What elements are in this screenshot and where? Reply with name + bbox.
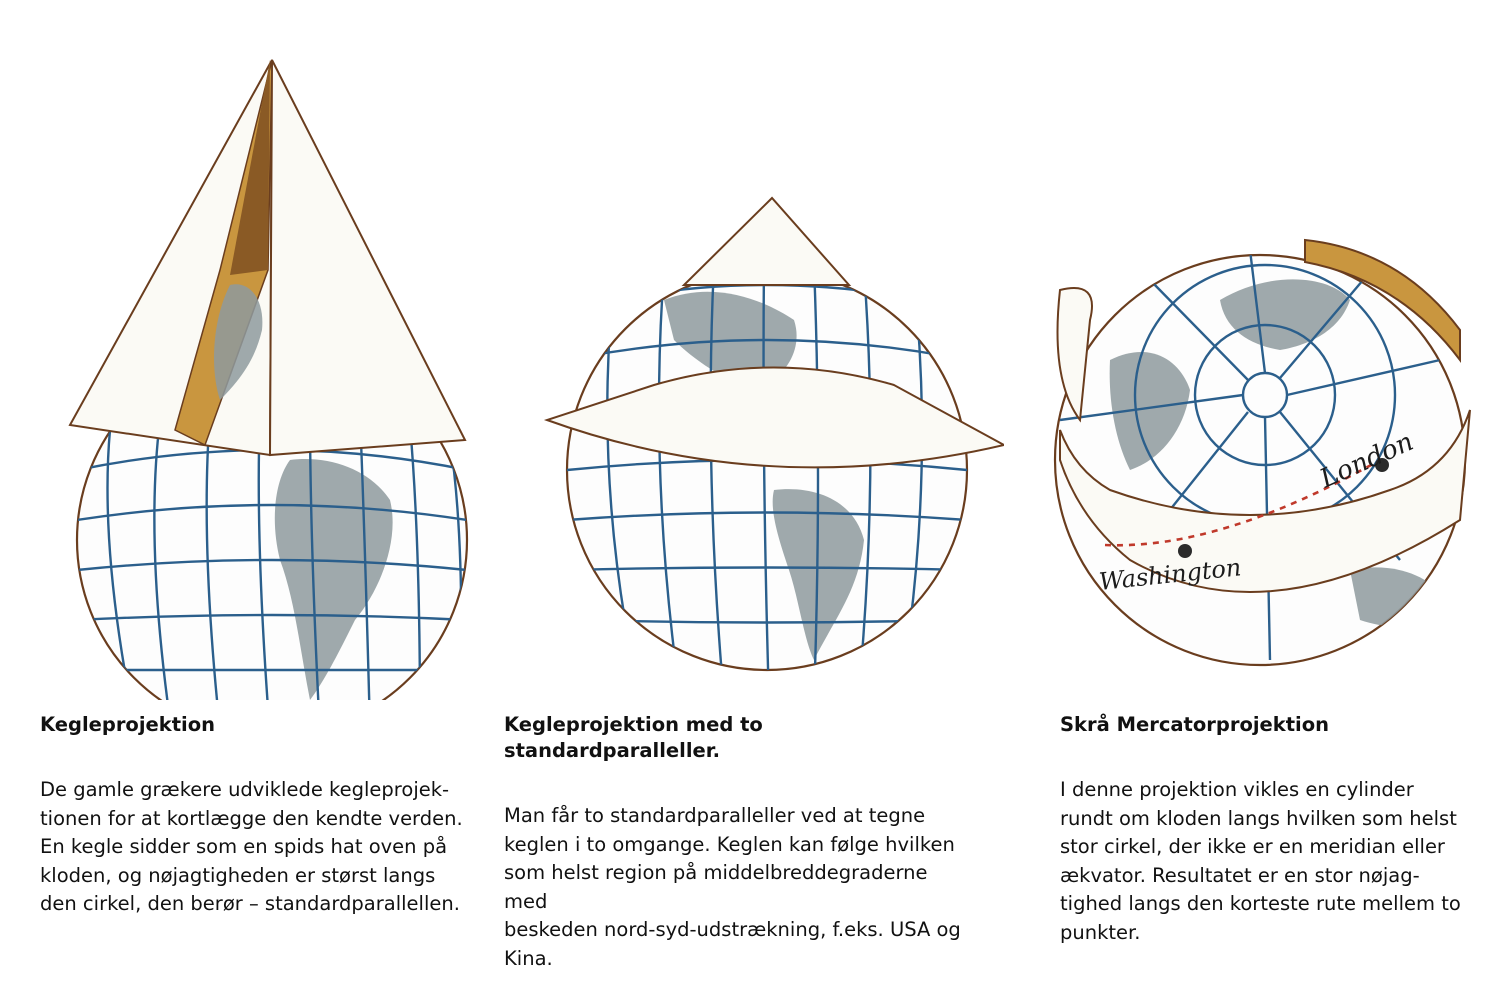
london-marker	[1375, 458, 1389, 472]
conic-globe-illustration	[68, 59, 469, 700]
panel-body: De gamle grækere udviklede kegleprojek- …	[40, 778, 463, 916]
panel-body: Man får to standardparalleller ved at te…	[504, 804, 961, 970]
panel-title: Kegleprojektion	[40, 713, 215, 736]
caption-conic: Kegleprojektion De gamle grækere udvikle…	[40, 712, 510, 919]
oblique-mercator-globe-illustration: London Washington	[1053, 238, 1471, 667]
globe	[565, 268, 969, 672]
panel-oblique-mercator: London Washington Skrå Mercatorprojektio…	[1020, 0, 1500, 1000]
panel-title: Skrå Mercatorprojektion	[1060, 713, 1330, 736]
cone	[68, 59, 467, 457]
cone-band	[543, 196, 1004, 469]
panel-conic-two-parallels: Kegleprojektion med to standardparallell…	[504, 0, 1004, 1000]
cylinder-band: London Washington	[1056, 238, 1471, 596]
panel-title: Kegleprojektion med to standardparallell…	[504, 713, 763, 762]
north-america-land	[1109, 351, 1190, 470]
panel-conic: Kegleprojektion De gamle grækere udvikle…	[40, 0, 520, 1000]
panel-body: I denne projektion vikles en cylinder ru…	[1060, 778, 1461, 944]
two-parallels-globe-illustration	[543, 196, 1004, 672]
washington-marker	[1178, 544, 1192, 558]
caption-conic-two-parallels: Kegleprojektion med to standardparallell…	[504, 712, 974, 974]
caption-oblique-mercator: Skrå Mercatorprojektion I denne projekti…	[1060, 712, 1500, 948]
